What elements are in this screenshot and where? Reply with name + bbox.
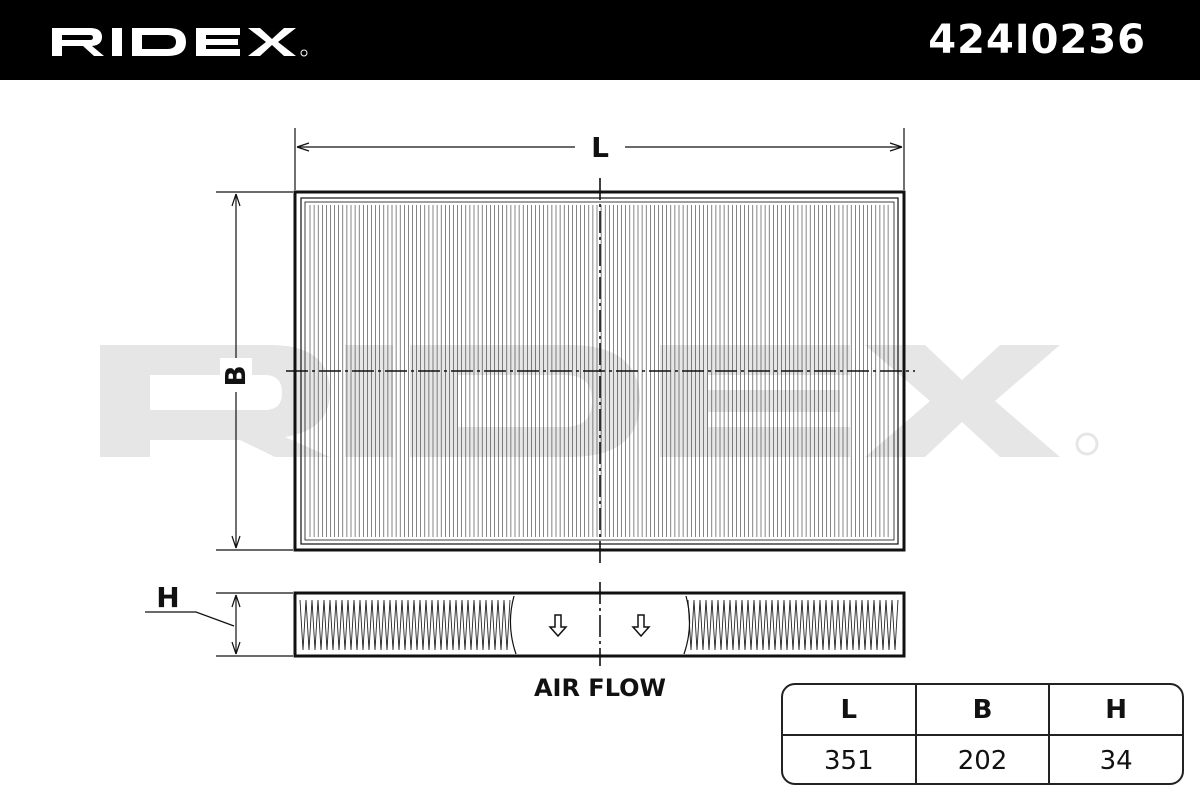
length-label: L <box>591 131 609 164</box>
header-cell-b: B <box>917 685 1051 734</box>
header-cell-l: L <box>783 685 917 734</box>
header-bar: 424I0236 <box>0 0 1200 80</box>
airflow-arrow-icon <box>548 614 568 638</box>
breadth-label: B <box>219 365 252 386</box>
value-cell-h: 34 <box>1099 745 1133 776</box>
value-cell-l: 351 <box>783 736 917 783</box>
header-cell-h: H <box>1105 694 1128 725</box>
breadth-dimension <box>216 191 293 551</box>
dimension-table: L B H 351 202 34 <box>781 683 1184 785</box>
dimension-table-values: 351 202 34 <box>783 736 1182 783</box>
ridex-logo <box>52 28 308 57</box>
length-dimension <box>294 128 905 190</box>
side-view-pleats <box>299 595 899 655</box>
height-dimension <box>145 592 293 657</box>
part-number: 424I0236 <box>928 17 1146 63</box>
airflow-label: AIR FLOW <box>533 674 667 702</box>
dimension-table-header: L B H <box>783 685 1182 736</box>
ridex-watermark <box>100 345 1099 457</box>
height-label: H <box>156 581 179 614</box>
value-cell-b: 202 <box>917 736 1051 783</box>
airflow-arrow-icon <box>631 614 651 638</box>
